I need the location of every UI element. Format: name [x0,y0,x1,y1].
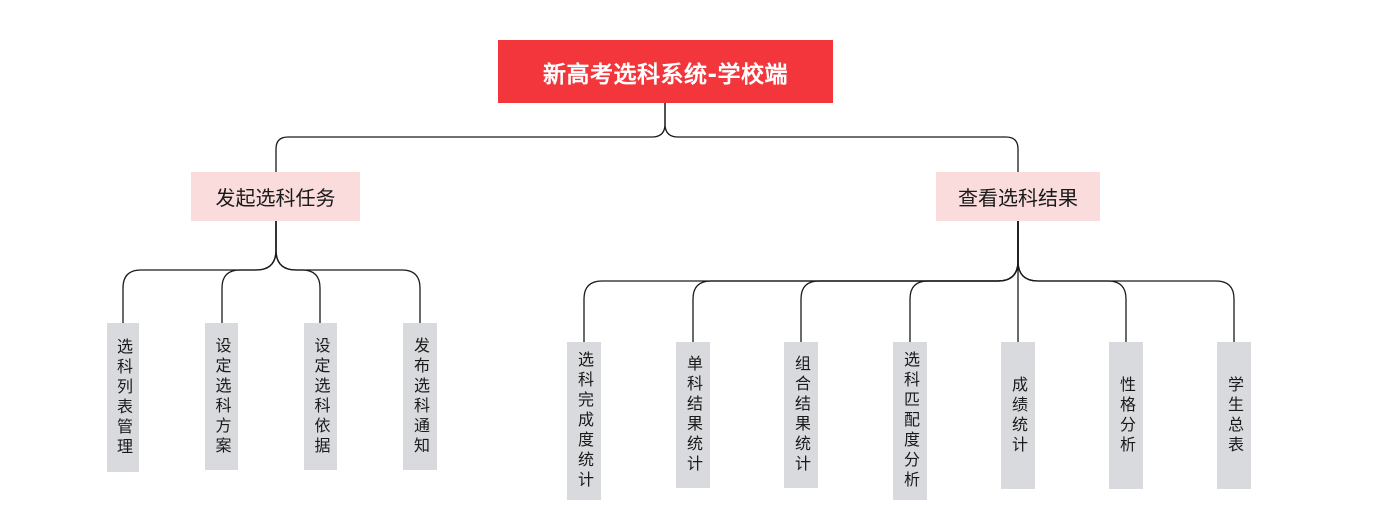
connector-root-to-branch-right [664,103,1019,172]
branch-node-view-results[interactable]: 查看选科结果 [936,172,1100,221]
root-node[interactable]: 新高考选科系统-学校端 [498,40,833,103]
connector-right-leaf-7 [1017,221,1235,342]
connector-left-leaf-4 [275,221,421,323]
connector-right-leaf-4 [909,221,1019,342]
leaf-node-student-summary[interactable]: 学生总表 [1217,342,1251,489]
leaf-node-personality-analysis[interactable]: 性格分析 [1109,342,1143,489]
leaf-node-set-selection-basis[interactable]: 设定选科依据 [304,323,337,470]
leaf-node-score-stats[interactable]: 成绩统计 [1001,342,1035,489]
leaf-node-course-list-management[interactable]: 选科列表管理 [107,323,139,472]
leaf-node-combination-stats[interactable]: 组合结果统计 [784,342,818,488]
leaf-node-completion-stats[interactable]: 选科完成度统计 [567,342,601,500]
leaf-node-match-analysis[interactable]: 选科匹配度分析 [893,342,927,500]
branch-node-initiate-task[interactable]: 发起选科任务 [191,172,360,221]
connector-left-leaf-3 [275,221,321,323]
leaf-node-publish-notice[interactable]: 发布选科通知 [403,323,437,470]
leaf-node-single-subject-stats[interactable]: 单科结果统计 [676,342,710,488]
connector-left-leaf-2 [221,221,277,323]
connector-left-leaf-1 [122,221,277,323]
leaf-node-set-selection-plan[interactable]: 设定选科方案 [205,323,238,470]
connector-root-to-branch-left [275,103,666,172]
